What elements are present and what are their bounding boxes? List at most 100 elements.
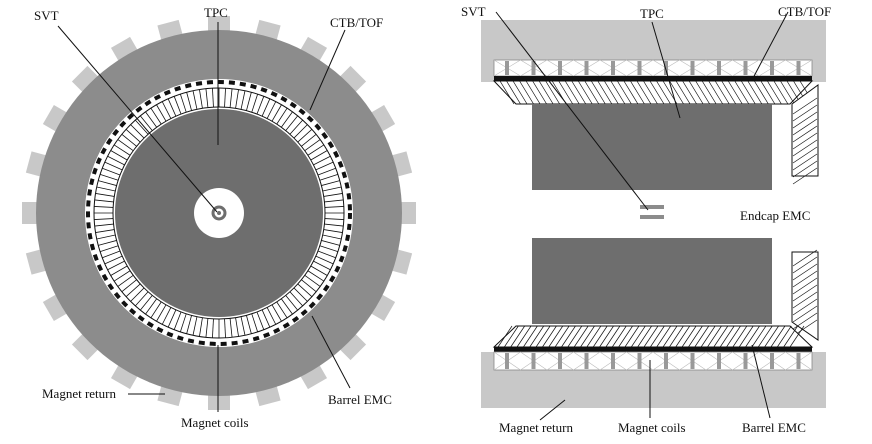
barrel-emc-cell — [732, 325, 748, 348]
barrel-emc-cell — [760, 80, 776, 105]
barrel-emc-cell — [96, 186, 116, 192]
label-side-endcap-emc: Endcap EMC — [740, 208, 810, 223]
barrel-emc-cell — [186, 92, 192, 111]
svt-bar-lower — [640, 215, 664, 219]
barrel-emc-cell — [121, 134, 137, 147]
magnet-coil-cells-bottom — [493, 351, 813, 371]
coil-block — [611, 353, 615, 369]
barrel-emc-cell — [783, 325, 798, 348]
barrel-emc-cell — [701, 80, 717, 105]
barrel-emc-cell — [313, 155, 331, 166]
barrel-emc-cell — [102, 250, 121, 259]
magnet-coils-bottom — [493, 351, 813, 371]
coil-block — [743, 353, 748, 369]
barrel-emc-cell — [538, 80, 554, 105]
barrel-emc-cell — [567, 325, 583, 348]
barrel-emc-cell — [519, 80, 534, 105]
barrel-emc-cell — [682, 80, 697, 105]
barrel-emc-cell — [205, 88, 209, 108]
barrel-emc-cell — [280, 111, 293, 128]
barrel-emc-cell — [240, 316, 246, 336]
coil-block — [770, 353, 774, 369]
barrel-emc-cell — [747, 80, 763, 105]
barrel-emc-cell — [317, 250, 336, 259]
barrel-emc-cell — [167, 309, 177, 328]
barrel-emc-cell — [150, 301, 162, 319]
barrel-emc-cell — [497, 325, 513, 348]
barrel-emc-cell — [276, 301, 288, 319]
barrel-emc-cell — [643, 325, 659, 348]
barrel-emc-cell — [767, 80, 782, 105]
barrel-emc-cell — [173, 311, 182, 330]
tpc-lower — [532, 238, 772, 324]
barrel-emc-cell — [623, 80, 639, 105]
label-ctb-tof: CTB/TOF — [330, 15, 383, 30]
barrel-emc-cell — [280, 298, 293, 315]
barrel-emc-cell — [624, 325, 640, 348]
barrel-emc-cell — [161, 307, 172, 325]
barrel-emc-cell — [554, 325, 570, 348]
barrel-emc-cell — [525, 80, 541, 105]
endcap-hatch — [792, 256, 818, 274]
endcap-hatch — [792, 118, 818, 136]
barrel-emc-cell — [542, 325, 557, 348]
coil-block — [770, 61, 774, 75]
barrel-emc-cell — [297, 129, 313, 143]
barrel-emc-cell — [516, 325, 532, 348]
endcap-hatch — [792, 277, 818, 295]
barrel-emc-cell — [224, 88, 226, 108]
endcap-hatch — [792, 291, 818, 309]
barrel-emc-cell — [99, 245, 119, 253]
barrel-emc-cell — [319, 173, 339, 181]
label-magnet-coils: Magnet coils — [181, 415, 249, 430]
svt-ring — [211, 205, 227, 221]
barrel-emc-cell — [324, 218, 344, 220]
barrel-emc-cell — [789, 325, 805, 348]
barrel-emc-cell — [179, 313, 187, 333]
barrel-emc-cell — [229, 318, 233, 338]
barrel-emc-cell — [727, 80, 743, 105]
barrel-emc-cell — [564, 80, 580, 105]
barrel-emc-cell — [631, 325, 646, 348]
barrel-emc-cell — [757, 325, 773, 348]
barrel-emc-cell — [630, 80, 645, 105]
barrel-emc-cell — [110, 265, 128, 276]
barrel-emc-cell — [738, 325, 754, 348]
barrel-emc-cell — [102, 167, 121, 176]
barrel-emc-cell — [199, 317, 203, 337]
barrel-emc-cell — [561, 325, 576, 348]
barrel-emc-cell — [94, 199, 114, 203]
barrel-emc-cell — [323, 193, 343, 197]
barrel-emc-cell — [125, 129, 141, 143]
barrel-emc-cell — [584, 80, 600, 105]
barrel-emc-cell — [315, 255, 334, 265]
endcap-hatch — [792, 305, 818, 323]
barrel-emc-cell — [618, 325, 633, 348]
endcap-emc-upper — [791, 84, 819, 177]
barrel-emc-top-bar — [494, 76, 812, 81]
coil-block — [505, 353, 509, 369]
barrel-emc-cell — [150, 107, 162, 125]
leader-side-barrel-emc — [751, 344, 771, 419]
barrel-emc-cell — [319, 245, 339, 253]
barrel-emc-cell — [304, 274, 321, 287]
coil-block — [531, 353, 536, 369]
barrel-emc-cell — [293, 124, 308, 139]
coil-block — [717, 353, 721, 369]
barrel-emc-cell — [107, 155, 125, 166]
barrel-emc-cell — [675, 80, 691, 105]
barrel-emc-cell — [95, 193, 115, 197]
barrel-emc-cell — [777, 325, 792, 348]
barrel-emc-cell — [261, 98, 271, 117]
barrel-emc-cell — [104, 255, 123, 265]
barrel-emc-cell — [571, 80, 587, 105]
barrel-emc-cell — [726, 325, 741, 348]
barrel-emc-cell — [251, 313, 259, 333]
barrel-emc-cell — [130, 287, 145, 302]
barrel-emc-cell — [192, 316, 198, 336]
barrel-emc-cell — [688, 325, 703, 348]
endcap-hatch — [792, 167, 818, 185]
barrel-emc-cell — [301, 134, 317, 147]
barrel-emc-cell — [173, 96, 182, 115]
